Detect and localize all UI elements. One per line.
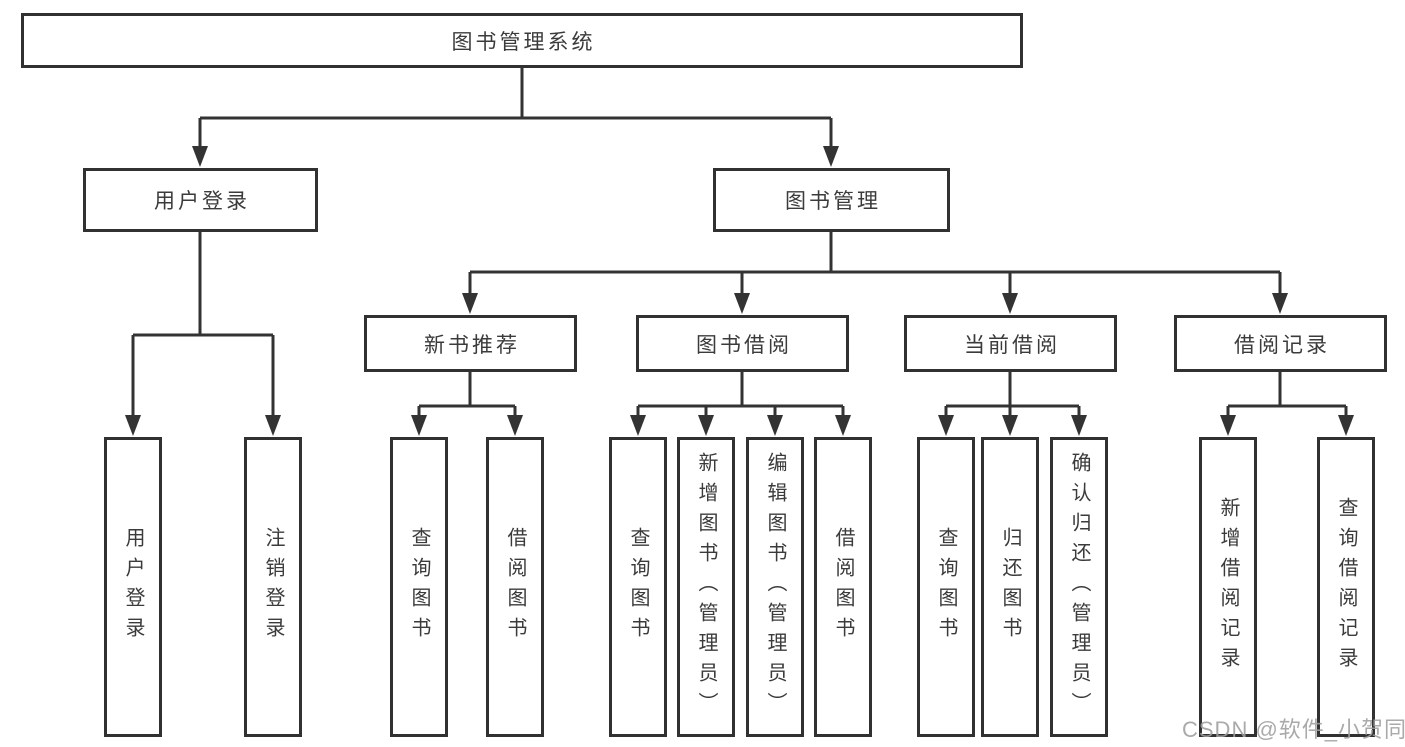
node-new-book-recommend: 新书推荐	[364, 315, 577, 372]
node-label: 新增图书（管理员）	[695, 452, 717, 722]
node-book-management: 图书管理	[713, 168, 950, 232]
leaf-add-borrow-record: 新增借阅记录	[1199, 437, 1257, 737]
leaf-return-books: 归还图书	[981, 437, 1039, 737]
node-label: 用户登录	[154, 190, 250, 213]
node-label: 编辑图书（管理员）	[764, 452, 786, 722]
leaf-logout: 注销登录	[244, 437, 302, 737]
node-label: 确认归还（管理员）	[1068, 452, 1090, 722]
node-book-borrowing: 图书借阅	[636, 315, 849, 372]
node-label: 注销登录	[262, 527, 284, 647]
node-label: 归还图书	[999, 527, 1021, 647]
watermark-text: CSDN @软件_小贺同学	[1182, 717, 1405, 742]
node-label: 查询图书	[627, 527, 649, 647]
leaf-add-books-admin: 新增图书（管理员）	[677, 437, 735, 737]
node-label: 借阅记录	[1234, 333, 1330, 357]
leaf-query-books-1: 查询图书	[390, 437, 448, 737]
node-user-login-group: 用户登录	[83, 168, 318, 232]
leaf-query-books-2: 查询图书	[609, 437, 667, 737]
node-label: 借阅图书	[504, 527, 526, 647]
leaf-borrow-books-2: 借阅图书	[814, 437, 872, 737]
leaf-borrow-books-1: 借阅图书	[486, 437, 544, 737]
node-label: 图书管理	[785, 190, 881, 213]
node-label: 新书推荐	[424, 333, 520, 357]
leaf-edit-books-admin: 编辑图书（管理员）	[746, 437, 804, 737]
node-label: 图书借阅	[696, 333, 792, 357]
node-label: 查询借阅记录	[1335, 497, 1357, 677]
node-label: 借阅图书	[832, 527, 854, 647]
leaf-confirm-return-admin: 确认归还（管理员）	[1050, 437, 1108, 737]
node-borrowing-records: 借阅记录	[1174, 315, 1387, 372]
leaf-user-login: 用户登录	[104, 437, 162, 737]
leaf-query-borrow-record: 查询借阅记录	[1317, 437, 1375, 737]
leaf-query-books-3: 查询图书	[917, 437, 975, 737]
node-label: 用户登录	[122, 527, 144, 647]
node-label: 新增借阅记录	[1217, 497, 1239, 677]
node-current-borrowing: 当前借阅	[904, 315, 1117, 372]
node-label: 当前借阅	[964, 333, 1060, 357]
node-label: 图书管理系统	[451, 30, 596, 54]
node-library-system: 图书管理系统	[21, 13, 1023, 68]
node-label: 查询图书	[408, 527, 430, 647]
node-label: 查询图书	[935, 527, 957, 647]
